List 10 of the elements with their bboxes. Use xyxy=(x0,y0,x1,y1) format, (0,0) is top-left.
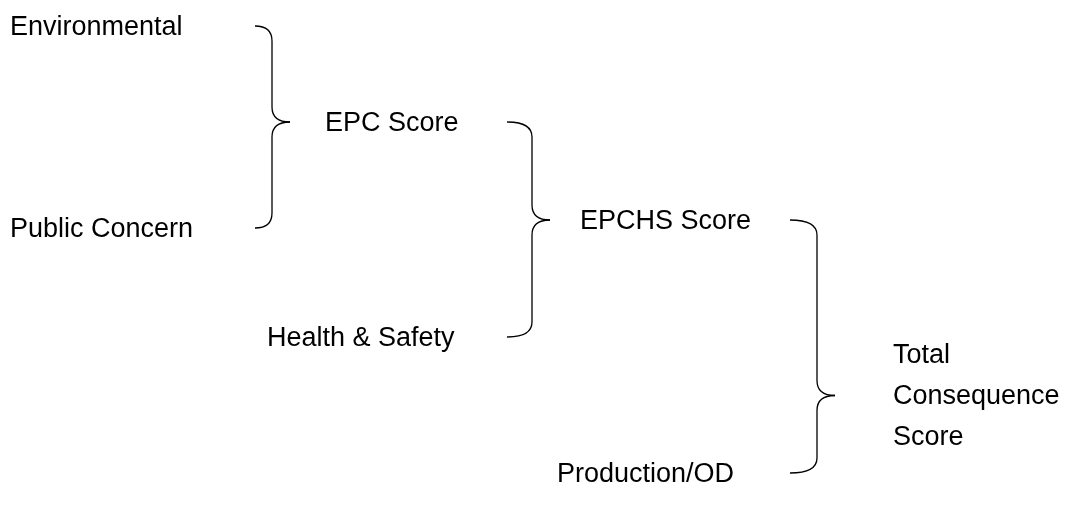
bracket-connector xyxy=(789,394,836,474)
node-label: Public Concern xyxy=(10,211,194,245)
node-label: EPC Score xyxy=(325,105,459,139)
node-label: Total Consequence Score xyxy=(893,338,1061,453)
node-label: EPCHS Score xyxy=(580,203,752,237)
bracket-connector xyxy=(506,219,551,338)
node-label: Environmental xyxy=(10,9,183,43)
bracket-connector xyxy=(254,121,291,229)
node-label: Health & Safety xyxy=(267,320,455,354)
node-label: Production/OD xyxy=(557,456,735,490)
